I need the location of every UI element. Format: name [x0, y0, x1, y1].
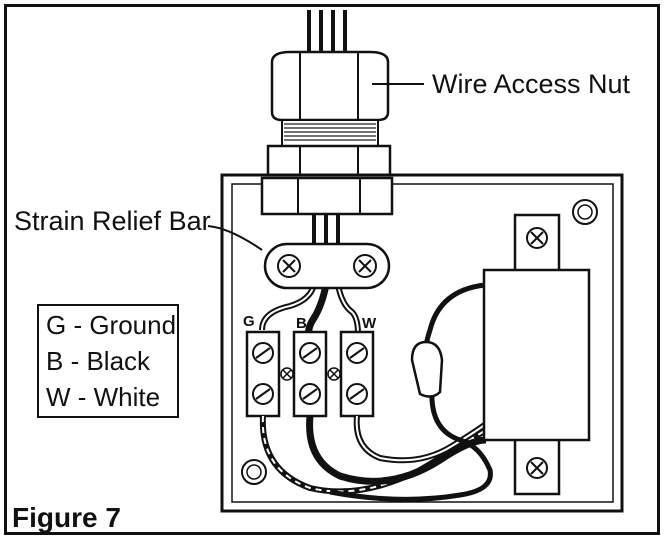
- legend-item-white: W - White: [46, 382, 160, 412]
- wire-access-nut: [270, 50, 390, 122]
- color-legend: G - Ground B - Black W - White: [37, 304, 179, 418]
- legend-item-black: B - Black: [46, 346, 151, 376]
- wire-nut: [410, 340, 444, 398]
- mounting-hole-top-right: [572, 199, 598, 225]
- terminal-label-w: W: [362, 315, 377, 332]
- mounting-hole-bottom-left: [241, 459, 267, 485]
- strain-relief-bar: [263, 242, 391, 290]
- terminal-block-black: [292, 330, 328, 418]
- strain-relief-bar-leader: [207, 225, 263, 251]
- figure-title: Figure 7: [12, 502, 121, 533]
- inner-fitting: [260, 176, 394, 216]
- wire-ground: [259, 284, 317, 331]
- terminal-jumper-screws: [280, 367, 341, 381]
- terminal-block-white: [339, 330, 375, 418]
- legend-item-ground: G - Ground: [46, 310, 176, 340]
- terminal-label-b: B: [296, 315, 307, 332]
- terminal-label-g: G: [243, 313, 255, 330]
- strain-relief-bar-label: Strain Relief Bar: [14, 206, 211, 236]
- wire-white: [335, 284, 361, 335]
- terminal-block-ground: [245, 330, 281, 418]
- ballast-body: [482, 268, 591, 442]
- threaded-fitting: [281, 119, 379, 147]
- lock-nut: [266, 144, 392, 180]
- output-wires: [259, 282, 493, 502]
- wire-access-nut-label: Wire Access Nut: [432, 69, 631, 99]
- ballast-mount-top: [513, 213, 561, 277]
- ballast-mount-bottom: [513, 436, 561, 496]
